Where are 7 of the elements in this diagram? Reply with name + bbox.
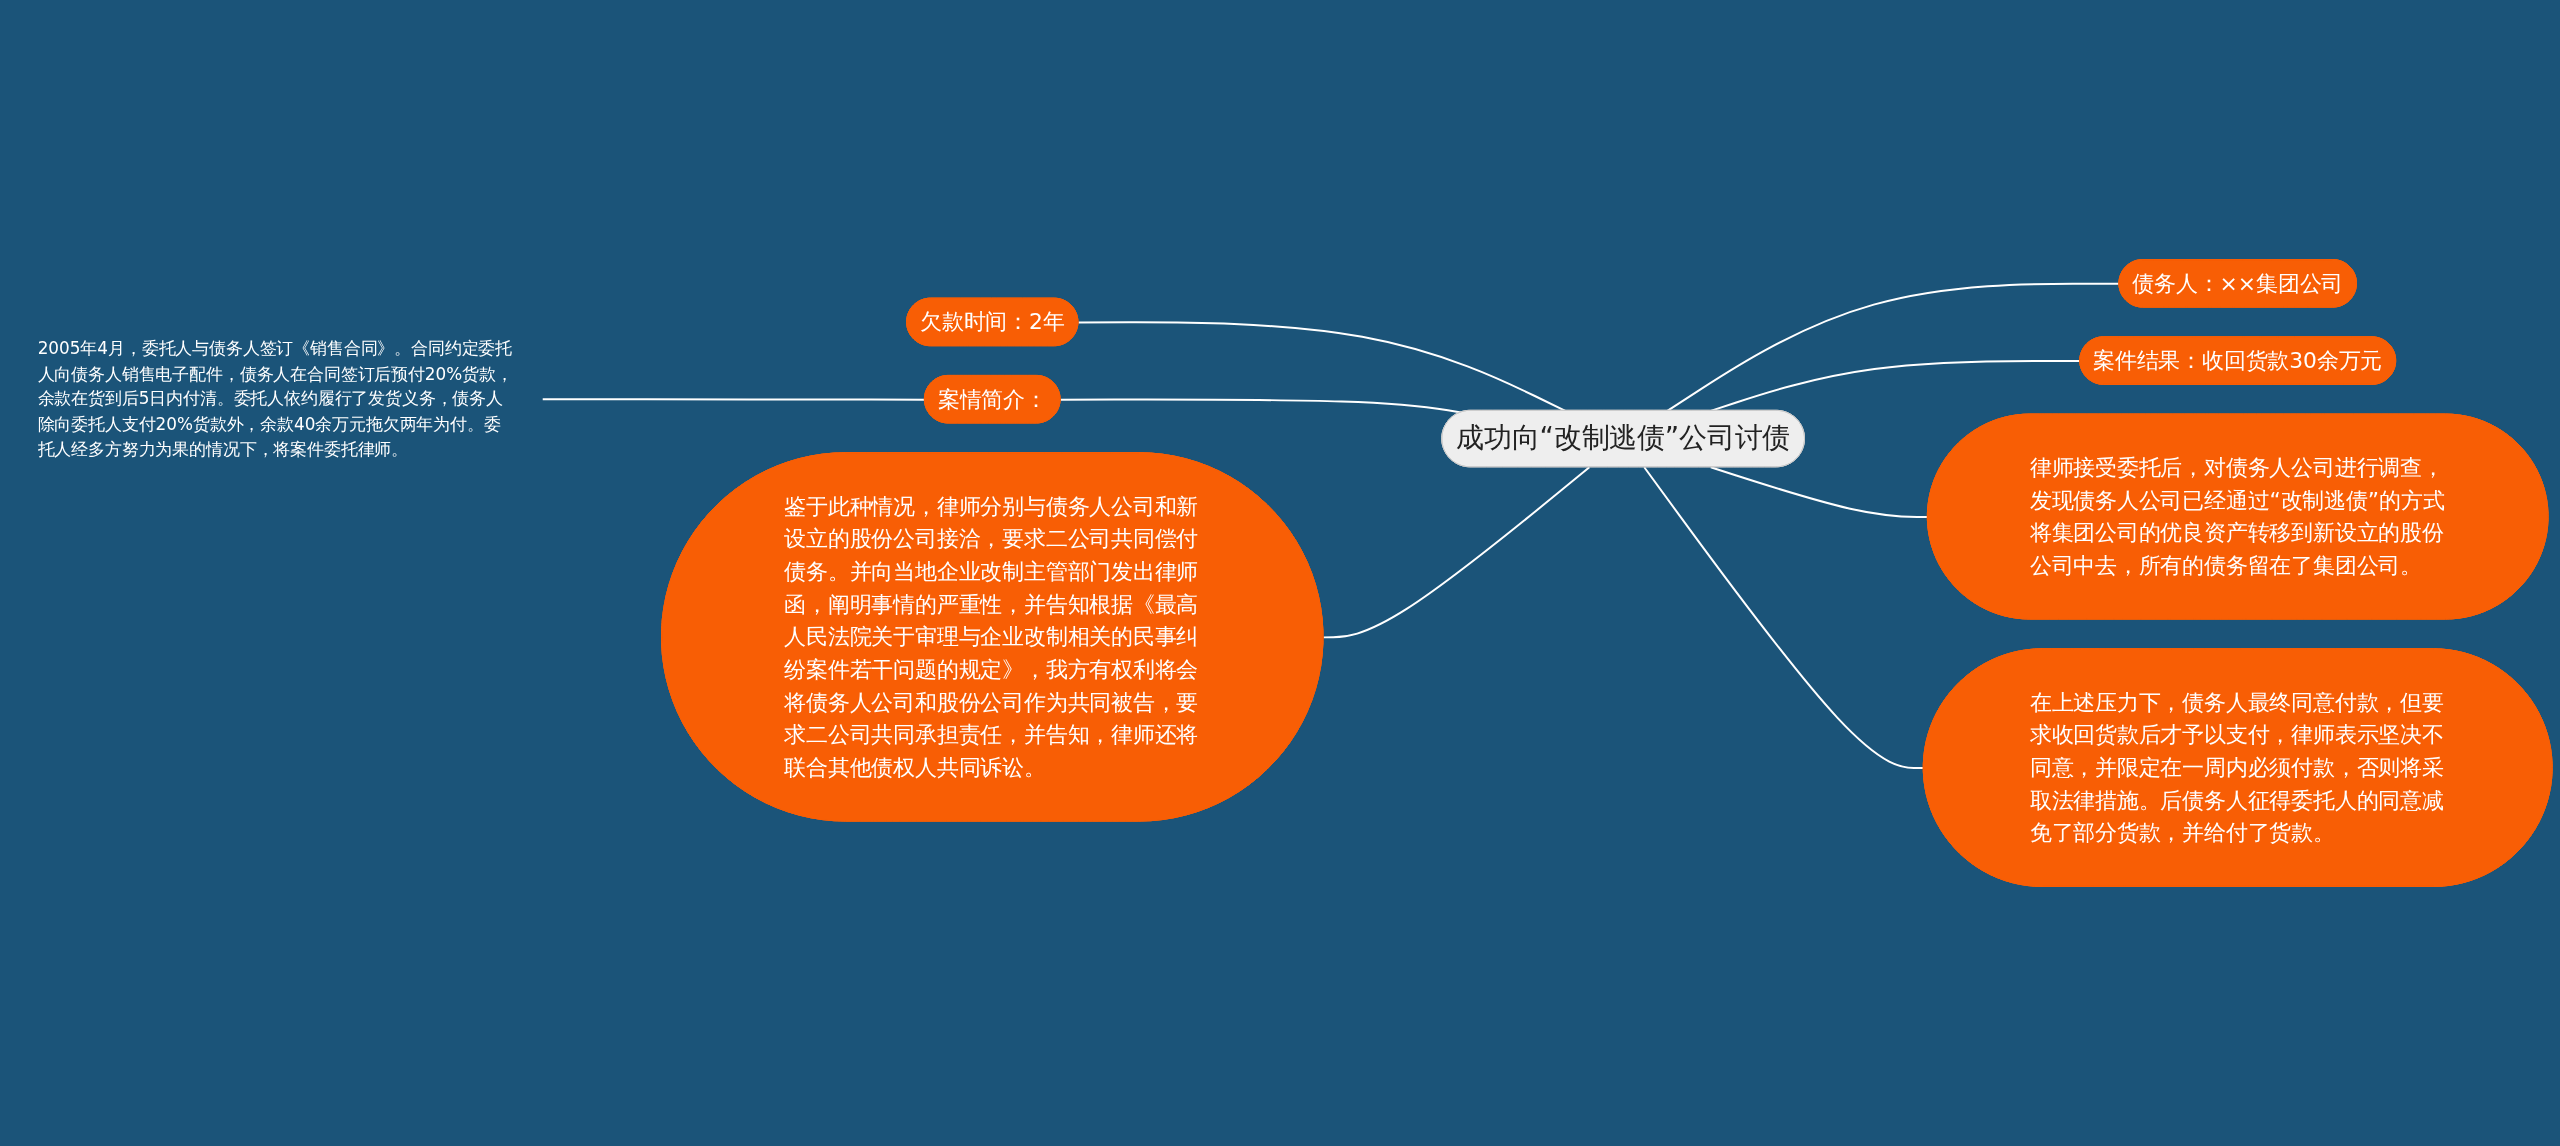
connector bbox=[1643, 466, 1925, 770]
node-text: 2005年4月，委托人与债务人签订《销售合同》。合同约定委托人向债务人销售电子配件，债务人在合同签订后预付20%货款，余款在货到后5日内付清。委托人依约履行了发货义务，债务人除向委托人支付20%货款外，余款40余万元拖欠两年为付。委托人经多方努力为果的情况下，将案件委托律师。 bbox=[37, 338, 513, 459]
connector bbox=[1059, 398, 1462, 414]
connector bbox=[1322, 466, 1591, 639]
connector bbox=[541, 398, 926, 401]
connector bbox=[1077, 321, 1567, 412]
connector bbox=[1709, 466, 1929, 519]
